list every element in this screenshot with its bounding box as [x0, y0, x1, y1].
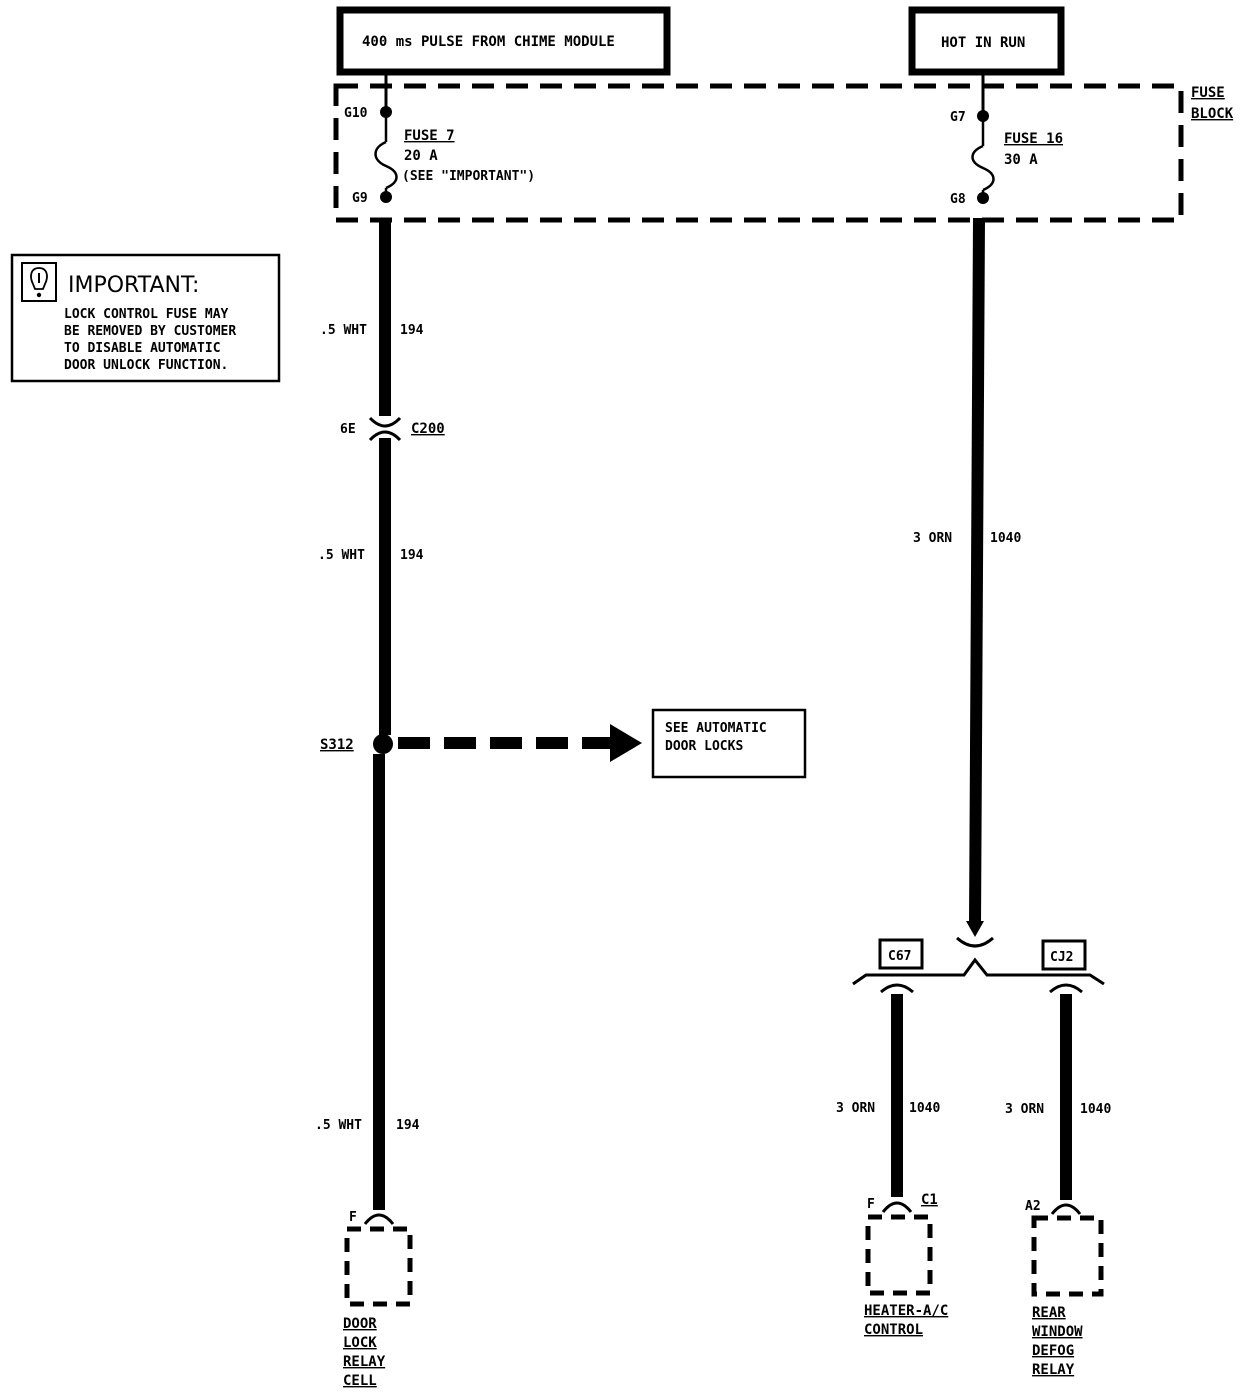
fuse-7-name: FUSE 7 — [404, 128, 455, 144]
fuse-16-name: FUSE 16 — [1004, 131, 1063, 147]
wire-1040-main — [969, 217, 985, 925]
source-label-hot-in-run: HOT IN RUN — [941, 35, 1025, 51]
fuse-block-label-2: BLOCK — [1191, 106, 1234, 122]
connector-c200-name: C200 — [411, 421, 445, 437]
important-line-2: BE REMOVED BY CUSTOMER — [64, 324, 236, 339]
connector-c200: 6E C200 — [340, 416, 445, 442]
connector-c67: C67 — [878, 938, 924, 970]
reference-line-2: DOOR LOCKS — [665, 739, 743, 754]
connector-c67-label: C67 — [888, 949, 911, 964]
branch-heater-ac: 3 ORN 1040 F C1 HEATER-A/C CONTROL — [836, 983, 948, 1338]
connector-junction-top — [956, 936, 994, 948]
wire-194-label-3-gauge: .5 WHT — [315, 1118, 362, 1133]
source-label-chime-module: 400 ms PULSE FROM CHIME MODULE — [362, 34, 615, 50]
important-line-3: TO DISABLE AUTOMATIC — [64, 341, 221, 356]
fuse-7: G10 G9 FUSE 7 20 A (SEE "IMPORTANT") — [344, 106, 535, 206]
fuse-7-note: (SEE "IMPORTANT") — [402, 169, 535, 184]
terminal-g7-label: G7 — [950, 110, 966, 125]
wire-194-label-2-circuit: 194 — [400, 548, 424, 563]
terminal-g8-label: G8 — [950, 192, 966, 207]
reference-box-automatic-door-locks: SEE AUTOMATIC DOOR LOCKS — [651, 708, 807, 779]
splice-s312: S312 — [320, 724, 642, 762]
door-lock-relay-label-1: DOOR — [343, 1316, 377, 1332]
branch-defog-circuit: 1040 — [1080, 1102, 1111, 1117]
reference-arrow-head — [610, 724, 642, 762]
defog-relay-label-2: WINDOW — [1032, 1324, 1083, 1340]
branch-defog-gauge: 3 ORN — [1005, 1102, 1044, 1117]
splice-s312-label: S312 — [320, 737, 354, 753]
fuse-7-symbol — [374, 140, 398, 190]
branch-heater-circuit: 1040 — [909, 1101, 940, 1116]
door-lock-relay-label-2: LOCK — [343, 1335, 377, 1351]
door-lock-relay-pin: F — [349, 1210, 357, 1225]
connector-c200-pin: 6E — [340, 422, 356, 437]
wire-1040-main-gauge: 3 ORN — [913, 531, 952, 546]
important-note-box: IMPORTANT: LOCK CONTROL FUSE MAY BE REMO… — [10, 253, 281, 383]
terminal-g10-label: G10 — [344, 106, 368, 121]
fuse-16: G7 G8 FUSE 16 30 A — [950, 110, 1063, 207]
branch-heater-gauge: 3 ORN — [836, 1101, 875, 1116]
important-line-4: DOOR UNLOCK FUNCTION. — [64, 358, 228, 373]
source-box-hot-in-run: HOT IN RUN — [908, 6, 1065, 76]
heater-ac-label-2: CONTROL — [864, 1322, 923, 1338]
door-lock-relay-label-3: RELAY — [343, 1354, 386, 1370]
defog-relay-label-4: RELAY — [1032, 1362, 1075, 1378]
fuse-block-outline — [333, 83, 1184, 223]
exclamation-bulb-icon — [21, 262, 57, 302]
door-lock-relay-label-4: CELL — [343, 1373, 377, 1389]
source-box-chime-module: 400 ms PULSE FROM CHIME MODULE — [336, 6, 671, 76]
fuse-16-symbol — [971, 144, 995, 192]
connector-cj2-label: CJ2 — [1050, 950, 1073, 965]
fuse-16-rating: 30 A — [1004, 152, 1038, 168]
fuse-7-rating: 20 A — [404, 148, 438, 164]
connector-body-line — [852, 957, 1105, 986]
heater-ac-connector: C1 — [921, 1192, 938, 1208]
component-door-lock-relay-cell: F DOOR LOCK RELAY CELL — [343, 1210, 413, 1389]
defog-relay-pin: A2 — [1025, 1199, 1041, 1214]
heater-ac-label-1: HEATER-A/C — [864, 1303, 948, 1319]
connector-cj2: CJ2 — [1041, 939, 1087, 971]
terminal-g8-dot — [977, 192, 989, 204]
important-line-1: LOCK CONTROL FUSE MAY — [64, 307, 229, 322]
branch-rear-window-defog: 3 ORN 1040 A2 REAR WINDOW DEFOG RELAY — [1005, 983, 1111, 1378]
terminal-g9-dot — [380, 191, 392, 203]
terminal-g7-dot — [977, 110, 989, 122]
heater-ac-pin: F — [867, 1197, 875, 1212]
wire-1040-main-circuit: 1040 — [990, 531, 1021, 546]
reference-line-1: SEE AUTOMATIC — [665, 721, 767, 736]
wire-194-label-1-circuit: 194 — [400, 323, 424, 338]
wire-1040-arrow-head — [966, 921, 984, 937]
terminal-g10-dot — [380, 106, 392, 118]
wire-194-label-2-gauge: .5 WHT — [318, 548, 365, 563]
fuse-block-label-1: FUSE — [1191, 85, 1225, 101]
wire-194-label-1-gauge: .5 WHT — [320, 323, 367, 338]
terminal-g9-label: G9 — [352, 191, 368, 206]
important-title: IMPORTANT: — [68, 273, 199, 298]
wire-194-label-3-circuit: 194 — [396, 1118, 420, 1133]
defog-relay-label-3: DEFOG — [1032, 1343, 1074, 1359]
defog-relay-label-1: REAR — [1032, 1305, 1066, 1321]
